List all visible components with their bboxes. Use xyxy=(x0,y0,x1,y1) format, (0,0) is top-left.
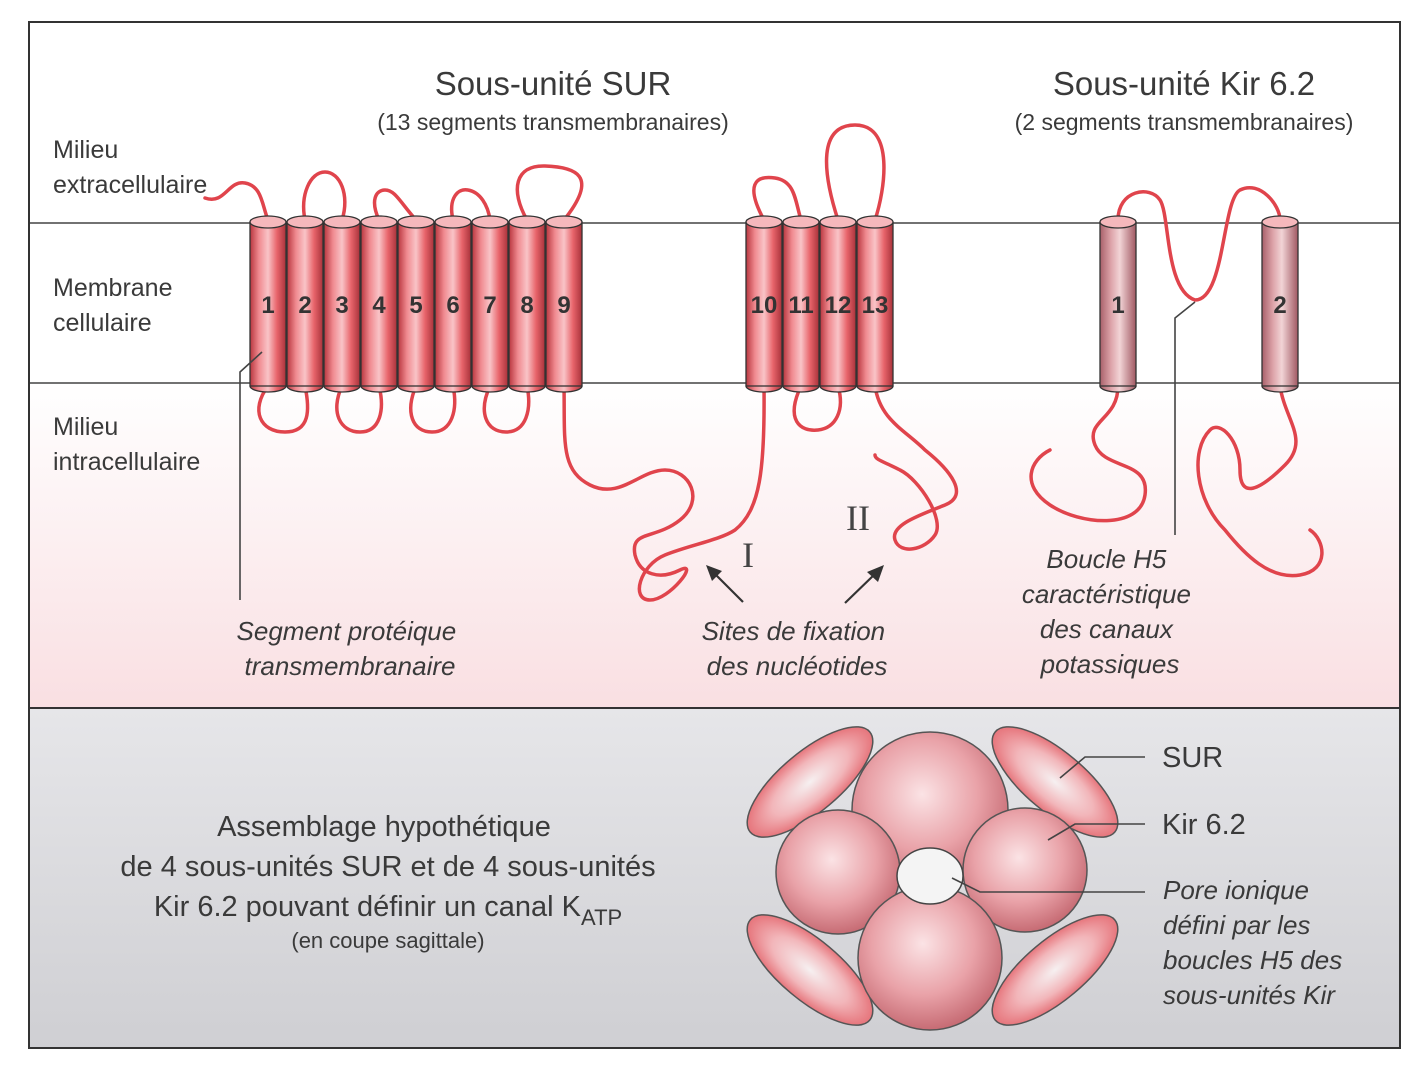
ionic-pore xyxy=(896,847,964,905)
sur-subtitle: (13 segments transmembranaires) xyxy=(377,109,729,135)
intracellular-band xyxy=(30,383,1399,707)
site-i-label: I xyxy=(742,535,754,575)
intracellular-label: Milieu intracellulaire xyxy=(53,413,200,476)
nucleotide-sites-annotation: Sites de fixation des nucléotides xyxy=(702,616,893,681)
sur-subunit-bottom-right xyxy=(991,914,1119,1026)
assembly-description: Assemblage hypothétique de 4 sous-unités… xyxy=(120,811,655,883)
legend-pore-leader xyxy=(951,877,1145,893)
assembly-note: (en coupe sagittale) xyxy=(291,928,484,953)
transmembrane-segment-sur-1: 1 xyxy=(249,215,287,393)
transmembrane-segment-kir-2: 2 xyxy=(1261,215,1299,393)
sur-title: Sous-unité SUR xyxy=(435,65,672,102)
segment-number-sur-6: 6 xyxy=(446,292,459,319)
transmembrane-segment-sur-4: 4 xyxy=(360,215,398,393)
sur-subunit-bottom-left xyxy=(746,914,874,1026)
sur-segments-10-13: 10 11 12 13 xyxy=(745,215,894,393)
sur-subunit-top-left xyxy=(746,726,874,838)
segment-number-sur-3: 3 xyxy=(335,292,348,319)
diagram-frame xyxy=(28,21,1401,1049)
assembly-band xyxy=(28,707,1401,1049)
kir-subtitle: (2 segments transmembranaires) xyxy=(1015,109,1354,135)
legend-kir: Kir 6.2 xyxy=(1162,809,1246,841)
transmembrane-segment-sur-13: 13 xyxy=(856,215,894,393)
segment-number-sur-12: 12 xyxy=(825,292,852,319)
h5-loop-annotation: Boucle H5 caractéristique des canaux pot… xyxy=(1022,544,1198,679)
sur-subunit-top-right xyxy=(991,726,1119,838)
segment-number-sur-11: 11 xyxy=(788,292,813,319)
kir-loops xyxy=(1029,186,1324,578)
transmembrane-segment-sur-12: 12 xyxy=(819,215,857,393)
kir-subunit-bottom xyxy=(857,885,1003,1031)
transmembrane-segment-sur-5: 5 xyxy=(397,215,435,393)
transmembrane-segment-sur-9: 9 xyxy=(545,215,583,393)
h5-leader-line xyxy=(1174,301,1196,535)
segment-annotation: Segment protéique transmembranaire xyxy=(237,616,464,681)
segment-number-sur-8: 8 xyxy=(520,292,533,319)
kir-title: Sous-unité Kir 6.2 xyxy=(1053,65,1315,102)
legend-sur: SUR xyxy=(1162,742,1223,774)
segment-number-sur-9: 9 xyxy=(557,292,570,319)
transmembrane-segment-sur-7: 7 xyxy=(471,215,509,393)
transmembrane-segment-sur-2: 2 xyxy=(286,215,324,393)
transmembrane-segment-sur-10: 10 xyxy=(745,215,783,393)
legend-sur-leader xyxy=(1059,756,1145,779)
transmembrane-segment-sur-3: 3 xyxy=(323,215,361,393)
segment-number-sur-2: 2 xyxy=(298,292,311,319)
segment-number-sur-5: 5 xyxy=(409,292,422,319)
site-ii-arrow xyxy=(844,565,884,604)
legend-pore: Pore ionique défini par les boucles H5 d… xyxy=(1163,875,1349,1010)
segment-number-sur-10: 10 xyxy=(751,292,778,319)
sur-loops xyxy=(203,123,959,602)
segment-number-kir-2: 2 xyxy=(1273,292,1286,319)
transmembrane-segment-sur-6: 6 xyxy=(434,215,472,393)
transmembrane-segment-kir-1: 1 xyxy=(1099,215,1137,393)
segment-number-sur-13: 13 xyxy=(862,292,889,319)
site-i-arrow xyxy=(706,565,744,603)
site-ii-label: II xyxy=(846,498,870,538)
assembly-description-line3: Kir 6.2 pouvant définir un canal KATP xyxy=(154,891,622,930)
segment-number-kir-1: 1 xyxy=(1111,292,1124,319)
segment-number-sur-7: 7 xyxy=(483,292,496,319)
membrane-label: Membrane cellulaire xyxy=(53,274,179,337)
segment-number-sur-1: 1 xyxy=(261,292,274,319)
transmembrane-segment-sur-8: 8 xyxy=(508,215,546,393)
legend-kir-leader xyxy=(1047,823,1145,841)
assembly-cross-section xyxy=(746,726,1119,1031)
transmembrane-segment-sur-11: 11 xyxy=(782,215,820,393)
segment-number-sur-4: 4 xyxy=(372,292,386,319)
segment-leader-line xyxy=(239,351,263,600)
extracellular-label: Milieu extracellulaire xyxy=(53,136,207,199)
